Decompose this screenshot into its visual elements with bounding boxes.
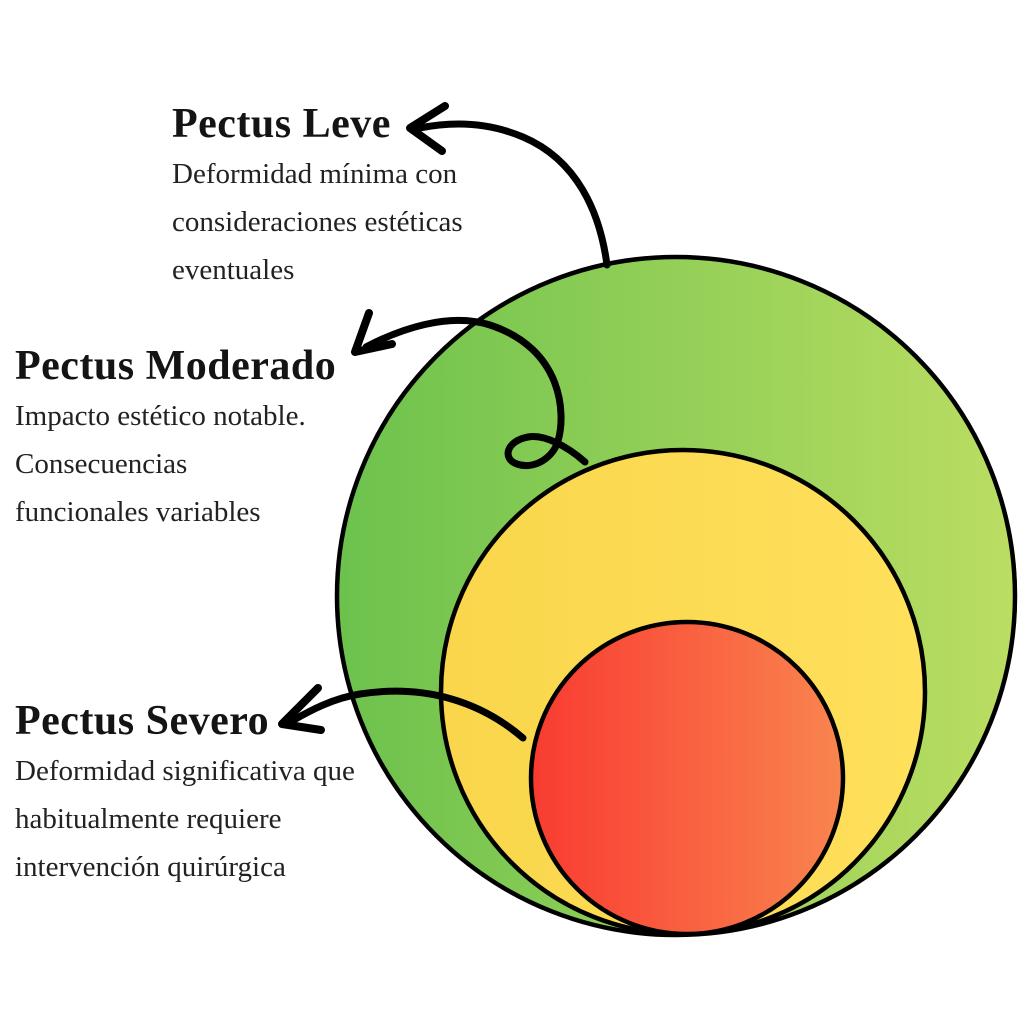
label-leve-title: Pectus Leve [172, 101, 391, 147]
label-severo-desc-line: intervención quirúrgica [15, 851, 286, 883]
label-severo-desc-line: habitualmente requiere [15, 803, 282, 835]
arrow-moderado [362, 316, 589, 469]
label-severo-desc-line: Deformidad significativa que [15, 755, 355, 787]
label-moderado: Pectus Moderado Impacto estético notable… [15, 340, 336, 536]
ring-severo-circle [528, 619, 846, 937]
label-leve-desc-line: Deformidad mínima con [172, 158, 458, 190]
arrow-severo [288, 687, 527, 742]
label-moderado-desc-line: Impacto estético notable. [15, 400, 306, 432]
label-moderado-title: Pectus Moderado [15, 343, 337, 389]
arrowhead-moderado-icon [351, 309, 396, 356]
label-severo-title: Pectus Severo [15, 698, 270, 744]
label-moderado-desc-line: funcionales variables [15, 496, 261, 528]
label-leve: Pectus Leve Deformidad mínima con consid… [172, 98, 463, 294]
arrowhead-leve-icon [406, 102, 449, 155]
arrow-leve [416, 120, 611, 269]
arrowhead-severo-icon [278, 684, 325, 734]
label-severo: Pectus Severo Deformidad significativa q… [15, 695, 355, 891]
label-moderado-desc-line: Consecuencias [15, 448, 188, 480]
label-leve-desc-line: eventuales [172, 254, 295, 286]
label-leve-desc-line: consideraciones estéticas [172, 206, 463, 238]
